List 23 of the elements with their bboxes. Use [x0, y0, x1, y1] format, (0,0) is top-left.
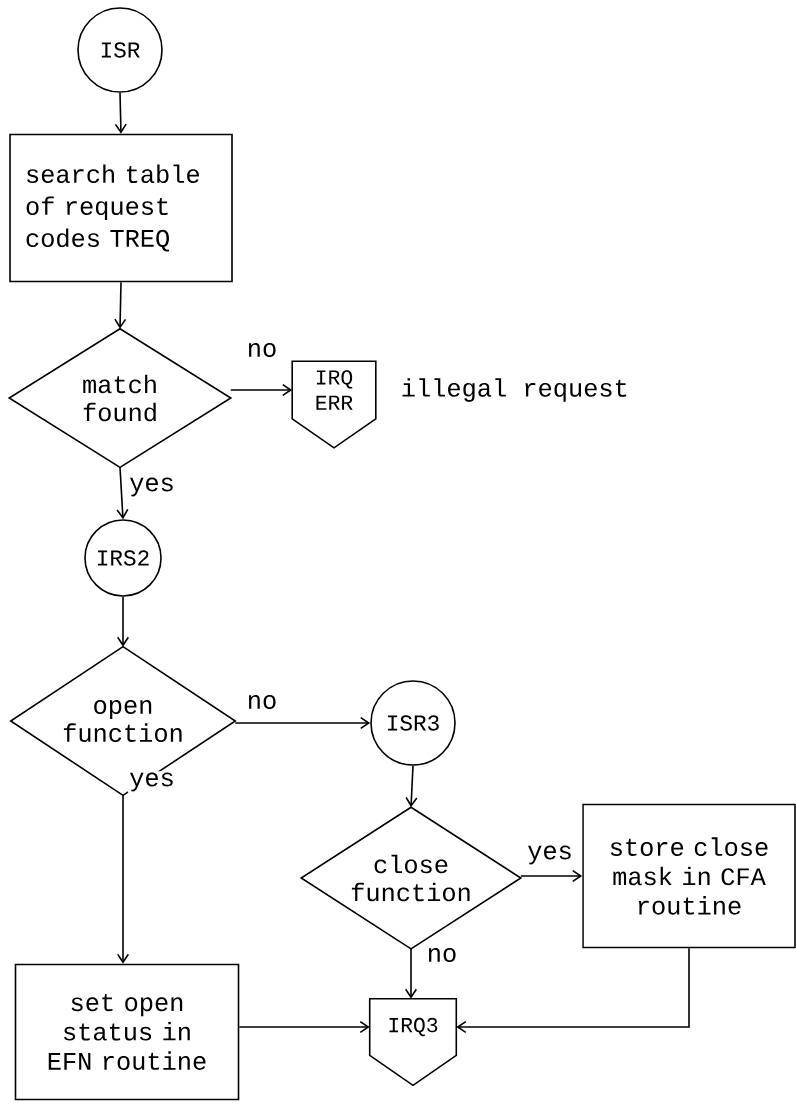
- process-box: search table of request codes TREQ: [9, 133, 233, 283]
- edge-label: yes: [127, 476, 177, 498]
- edge-label: no: [245, 693, 279, 711]
- arrow: [238, 1020, 370, 1034]
- offpage-connector: IRQ ERR: [291, 360, 377, 449]
- arrow: [404, 948, 418, 999]
- arrow: [520, 869, 583, 883]
- arrow: [116, 596, 130, 647]
- arrow: [114, 92, 127, 134]
- arrow: [116, 466, 129, 520]
- edge-label: yes: [127, 771, 177, 793]
- offpage-connector: IRQ3: [368, 997, 458, 1087]
- arrow: [456, 947, 690, 1034]
- arrow: [234, 716, 371, 730]
- process-box: set open status in EFN routine: [14, 963, 240, 1101]
- edge-label: no: [245, 341, 279, 359]
- annotation-text: illegal request: [402, 378, 627, 402]
- arrow: [114, 281, 127, 329]
- arrow: [116, 794, 130, 964]
- arrow: [230, 383, 293, 397]
- edge-label: yes: [525, 844, 575, 866]
- arrow: [405, 765, 418, 808]
- process-box: store close mask in CFA routine: [582, 803, 796, 949]
